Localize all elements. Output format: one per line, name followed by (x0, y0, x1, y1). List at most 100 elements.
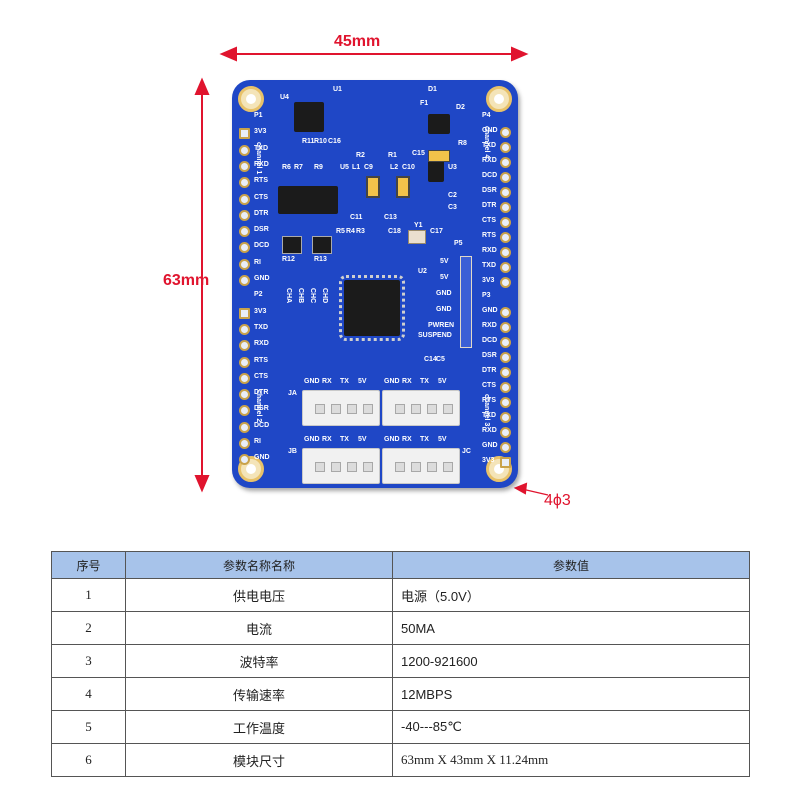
cell-value: -40---85℃ (392, 710, 750, 744)
cell-no: 4 (51, 677, 126, 711)
connector-slot (331, 404, 341, 414)
header-pin (500, 127, 511, 138)
connector-slot (347, 404, 357, 414)
p5-label: 5V (440, 258, 449, 265)
connector-pin-label: RX (322, 436, 332, 443)
comp-label: R2 (356, 152, 365, 159)
pin-label: RTS (254, 177, 268, 185)
ch-label: CHB (297, 288, 304, 304)
header-pin (500, 187, 511, 198)
mounting-hole (486, 86, 512, 112)
pin-label: GND (482, 307, 498, 314)
table-row: 2 电流 50MA (51, 611, 750, 645)
comp-label: C2 (448, 192, 457, 199)
chip-u3 (428, 158, 444, 182)
connector-slot (363, 404, 373, 414)
pin-label: 3V3 (254, 307, 267, 315)
resistor-array-r12 (282, 236, 302, 254)
header-pin (500, 367, 511, 378)
pin-label: DSR (254, 405, 269, 413)
comp-label: R3 (356, 228, 365, 235)
comp-label: C14 (424, 356, 437, 363)
chip-u2 (339, 275, 405, 341)
header-pin (239, 275, 250, 286)
header-pin (239, 307, 250, 319)
pin-label: RTS (254, 356, 268, 364)
ch-label: CHC (309, 288, 316, 304)
p5-label: GND (436, 306, 452, 313)
header-pin (239, 144, 250, 156)
connector-slot (427, 404, 437, 414)
comp-label: U4 (280, 94, 289, 101)
p5-label: SUSPEND (418, 332, 452, 339)
header-pin (239, 454, 250, 466)
header-pin (500, 337, 511, 348)
connector-pin-label: GND (384, 378, 400, 385)
comp-label: C13 (384, 214, 397, 221)
pin-label: P1 (254, 112, 263, 119)
jst-connector (302, 390, 380, 426)
pin-label: DSR (482, 352, 497, 359)
pin-label: RI (254, 438, 261, 445)
comp-label: U3 (448, 164, 457, 171)
pin-label: DTR (482, 202, 497, 209)
pin-label: CTS (254, 372, 268, 380)
pin-label: TXD (482, 412, 496, 419)
cell-value: 50MA (392, 611, 750, 645)
pin-label: DSR (482, 187, 497, 194)
mounting-hole (238, 86, 264, 112)
pin-label: RXD (254, 340, 269, 348)
connector-pin-label: GND (384, 436, 400, 443)
comp-label: R5 (336, 228, 345, 235)
cell-value: 1200-921600 (392, 644, 750, 678)
header-pin (500, 352, 511, 363)
cell-value: 电源（5.0V） (392, 578, 750, 612)
header-pin (500, 322, 511, 333)
header-pin (239, 128, 250, 140)
pin-label: 3V3 (482, 277, 495, 284)
header-pin (239, 258, 250, 270)
comp-label: C16 (328, 138, 341, 145)
jst-connector (382, 390, 460, 426)
pin-label: P4 (482, 112, 491, 119)
comp-label: C3 (448, 204, 457, 211)
cell-no: 5 (51, 710, 126, 744)
chip-u5 (278, 186, 338, 214)
pin-label: DTR (254, 209, 269, 217)
comp-label: P5 (454, 240, 463, 247)
header-pin (239, 356, 250, 368)
cell-name: 电流 (125, 611, 393, 645)
comp-label: C15 (412, 150, 425, 157)
pin-label: 3V3 (254, 128, 267, 136)
comp-label: C9 (364, 164, 373, 171)
table-row: 4 传输速率 12MBPS (51, 677, 750, 711)
header-pin (500, 307, 511, 318)
table-row: 5 工作温度 -40---85℃ (51, 710, 750, 744)
comp-label: C5 (436, 356, 445, 363)
connector-pin-label: GND (304, 436, 320, 443)
spec-table: 序号 参数名称名称 参数值 1 供电电压 电源（5.0V） 2 电流 50MA … (51, 551, 750, 777)
header-pin (239, 242, 250, 254)
pin-label: RTS (482, 232, 496, 239)
comp-label: C17 (430, 228, 443, 235)
cell-no: 2 (51, 611, 126, 645)
pin-label: CTS (482, 382, 496, 389)
pin-label: RXD (482, 427, 497, 434)
pin-label: P2 (254, 291, 263, 299)
header-name: 参数名称名称 (125, 551, 393, 579)
channel-label: channel 2 (255, 390, 262, 423)
header-pin (500, 397, 511, 408)
connector-slot (315, 462, 325, 472)
pin-label: DCD (482, 172, 498, 179)
connector-pin-label: TX (420, 436, 429, 443)
connector-pin-label: RX (322, 378, 332, 385)
cell-name: 模块尺寸 (125, 743, 393, 777)
header-pin (239, 438, 250, 449)
header-pin (500, 247, 511, 258)
mounting-hole (486, 456, 512, 482)
channel-label: channel 1 (255, 142, 262, 175)
channel-label: channel 3 (483, 394, 490, 427)
pin-label: GND (482, 442, 498, 449)
comp-label: R1 (388, 152, 397, 159)
cap-c15 (428, 150, 450, 162)
